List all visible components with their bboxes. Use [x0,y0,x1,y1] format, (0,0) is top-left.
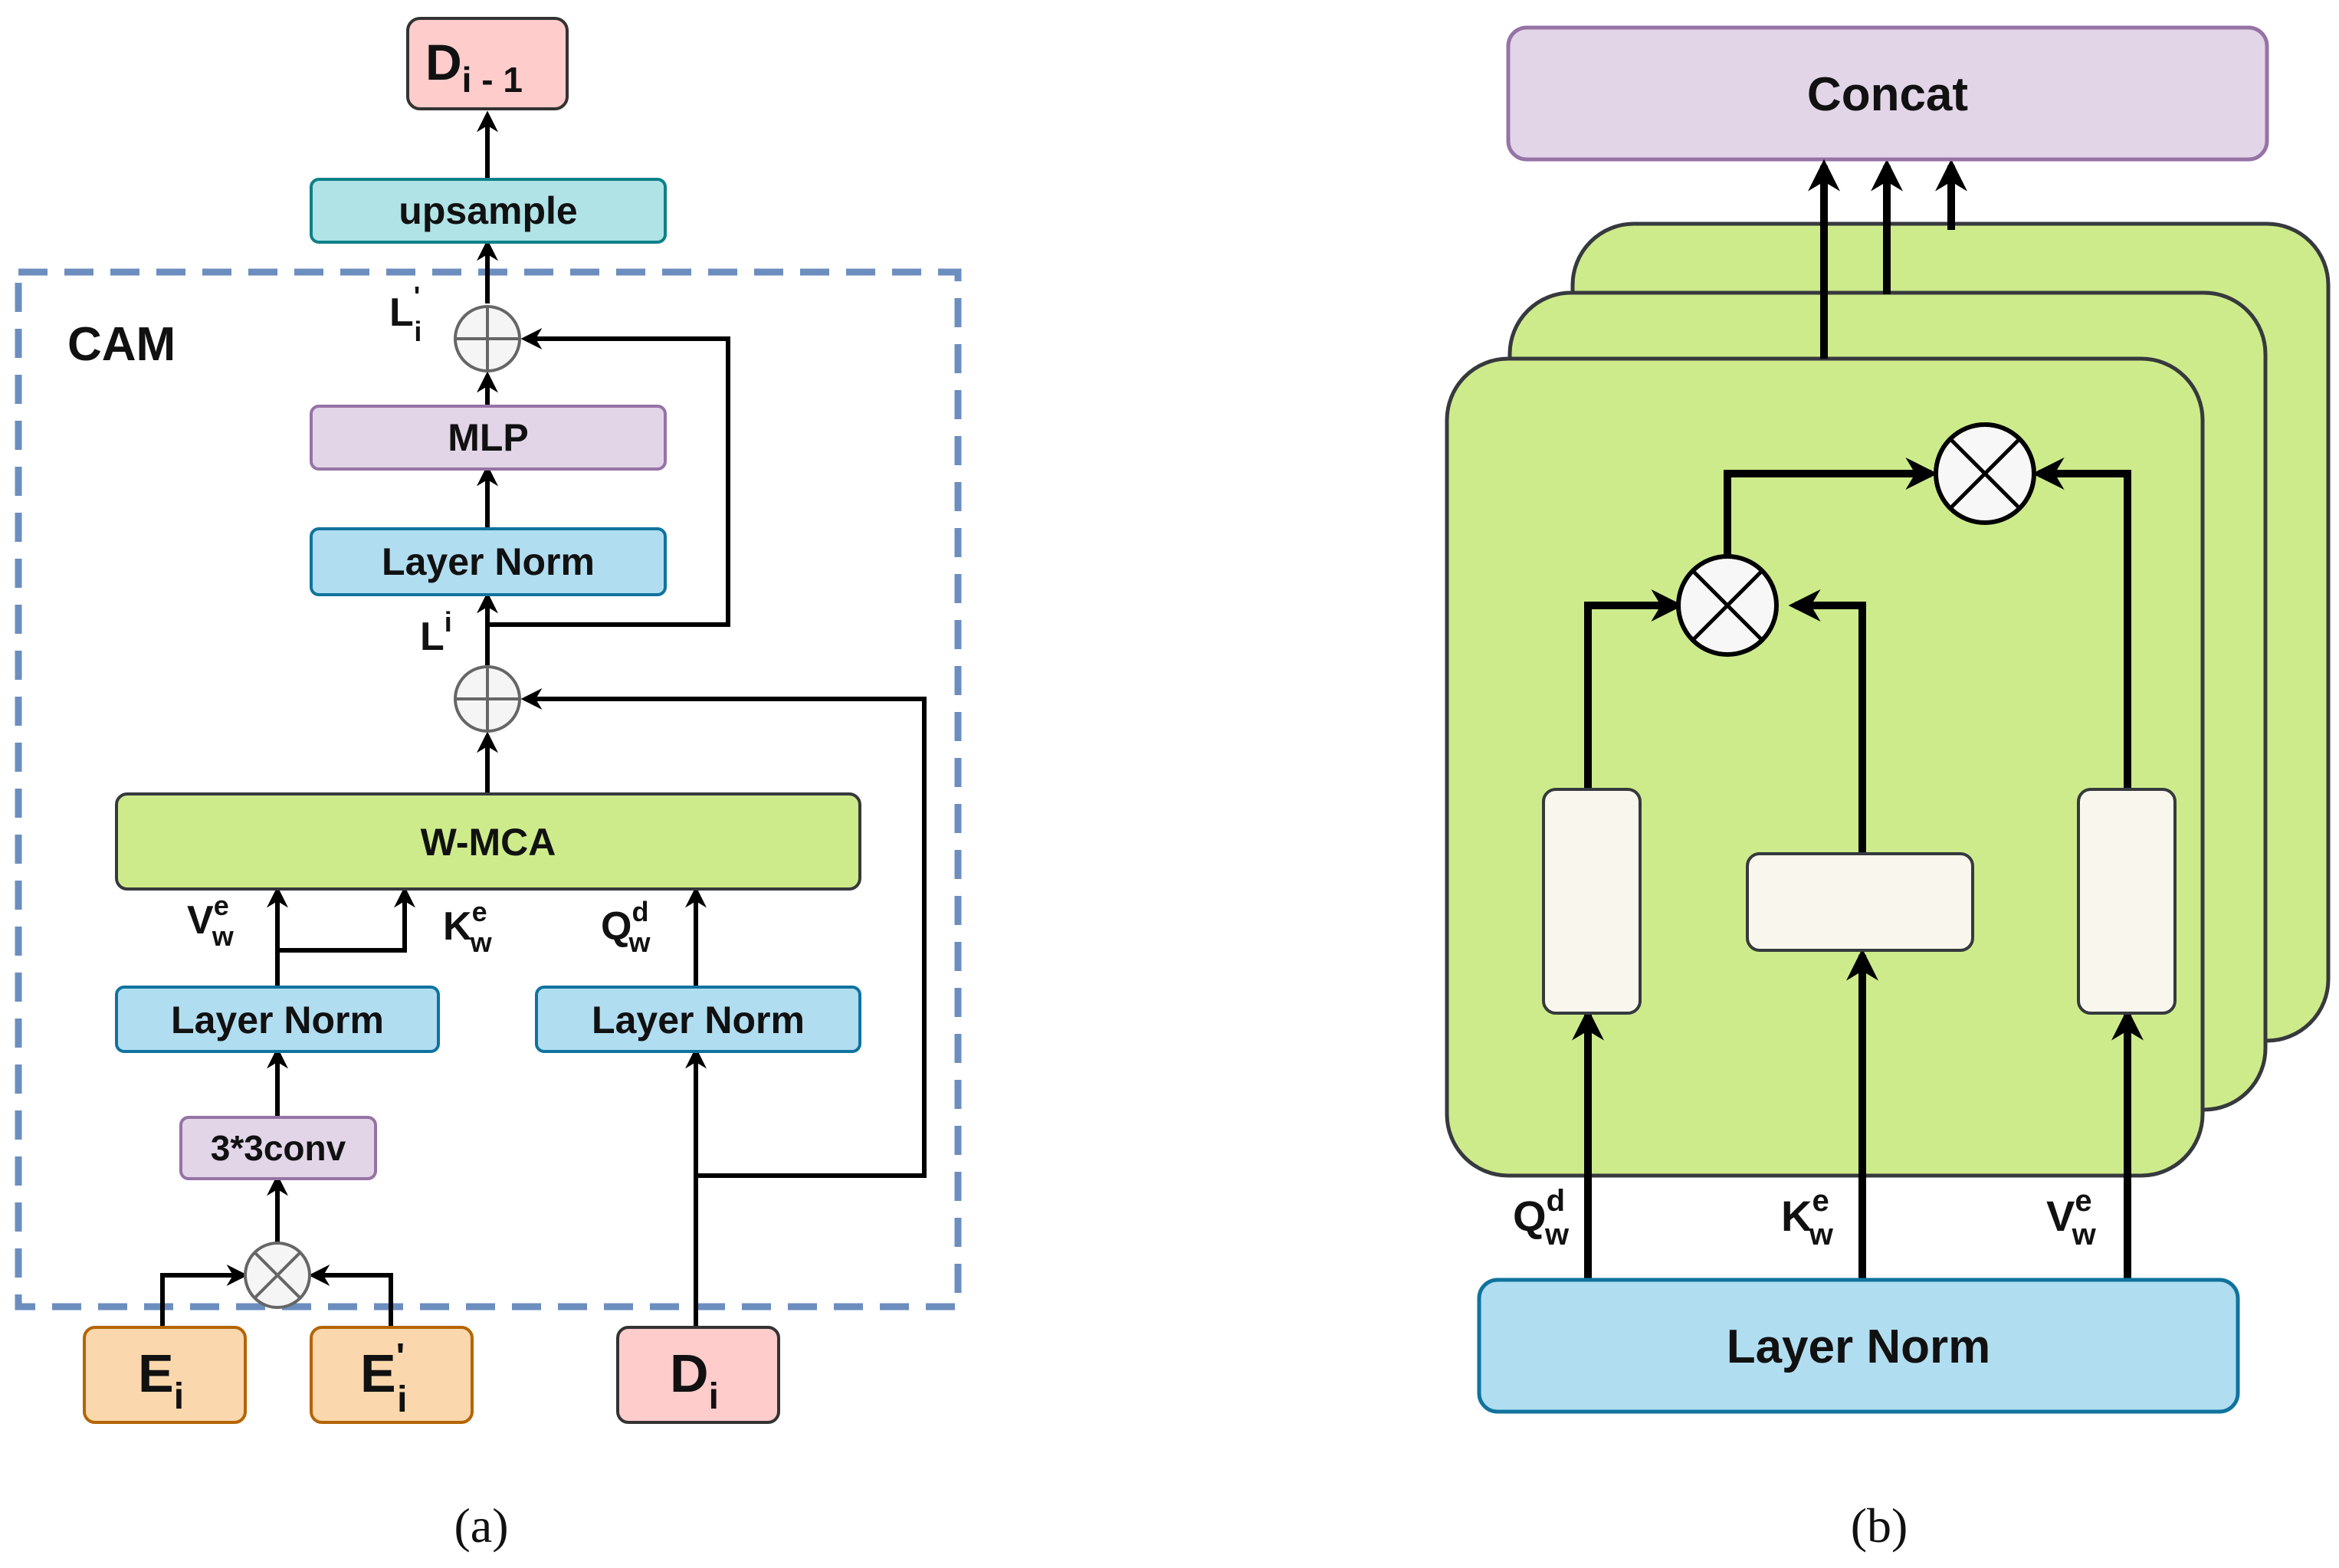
multiply-node-qk [1676,554,1779,657]
multiply-node-v [1934,422,2036,525]
concat-arrows [1871,159,1967,294]
layer-norm-left [115,986,440,1053]
output-node [406,17,569,110]
key-projection [1746,852,1974,952]
value-projection [2077,788,2177,1015]
layer-norm-b [1477,1278,2240,1414]
multiply-node-a [244,1242,311,1309]
panel-b-connectors [1572,159,2144,1284]
layer-norm-right-label: Layer Norm [592,999,805,1042]
concat-label: Concat [1807,68,1968,121]
l-i-label: Li [420,606,452,659]
input-e-label: Ei [138,1343,184,1417]
input-d [616,1326,780,1424]
conv-label: 3*3conv [211,1128,346,1168]
mlp-label: MLP [448,416,529,459]
upsample-block [310,178,667,244]
layer-norm-b-label: Layer Norm [1727,1320,1991,1373]
cam-label: CAM [67,318,176,371]
layer-norm-left-label: Layer Norm [171,999,384,1042]
upsample-label: upsample [399,189,577,232]
wmca-block [115,792,861,891]
panel-b: Concat [1445,25,2331,1553]
layer-norm-right [535,986,861,1053]
head-layer-front [1445,356,2205,1178]
layer-norm-top [310,527,667,596]
mlp-block [310,405,667,471]
caption-b: (b) [1851,1498,1908,1553]
input-e-prime [310,1326,474,1424]
l-prime-label: L'i [389,280,422,347]
output-node-label: Di - 1 [425,34,523,100]
input-e-prime-label: E'i [360,1337,407,1420]
add-node-top [454,305,521,372]
concat-block [1506,25,2269,162]
panel-a: CAM [15,17,962,1553]
conv-block [179,1116,377,1180]
caption-a: (a) [454,1498,508,1553]
add-node-middle [454,665,521,733]
input-d-label: Di [670,1343,719,1417]
query-projection [1542,788,1642,1015]
input-e [83,1326,247,1424]
layer-norm-top-label: Layer Norm [382,540,595,583]
wmca-label: W-MCA [421,821,556,864]
